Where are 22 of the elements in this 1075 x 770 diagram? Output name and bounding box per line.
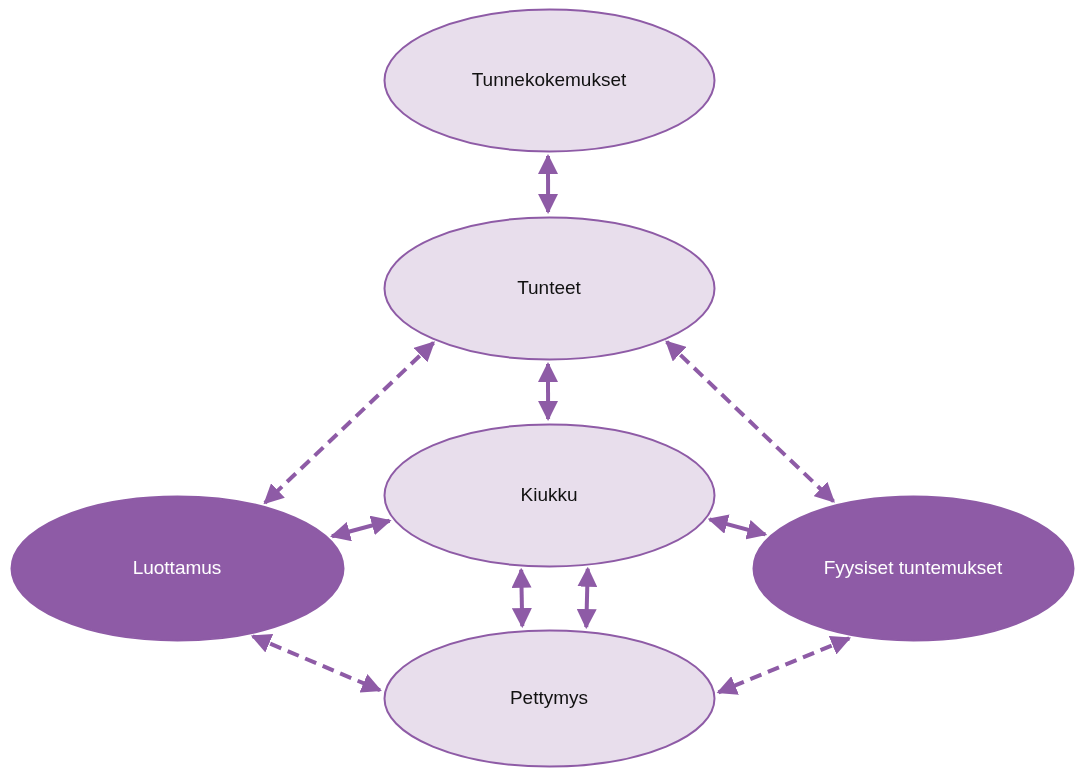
ellipse-node [382,628,716,768]
arrow [576,566,598,630]
node-label: Tunteet [517,277,581,299]
ellipse-node [382,7,716,153]
arrow [538,362,559,421]
ellipse-node [382,422,716,568]
node-label: Tunnekokemukset [471,69,627,91]
arrow [707,514,768,540]
ellipse-node [382,215,716,361]
arrow [330,515,392,542]
arrow [538,154,559,214]
dashed-arrow [250,634,382,693]
filled-ellipse [751,494,1075,642]
node-label: Fyysiset tuntemukset [823,557,1003,579]
node-label: Pettymys [509,687,589,709]
dashed-arrow [263,341,435,505]
dashed-arrow [665,340,835,503]
node-label: Kiukku [520,484,578,506]
arrow [511,567,532,629]
dashed-arrow [716,636,852,695]
filled-ellipse [9,494,345,642]
node-label: Luottamus [132,557,222,579]
